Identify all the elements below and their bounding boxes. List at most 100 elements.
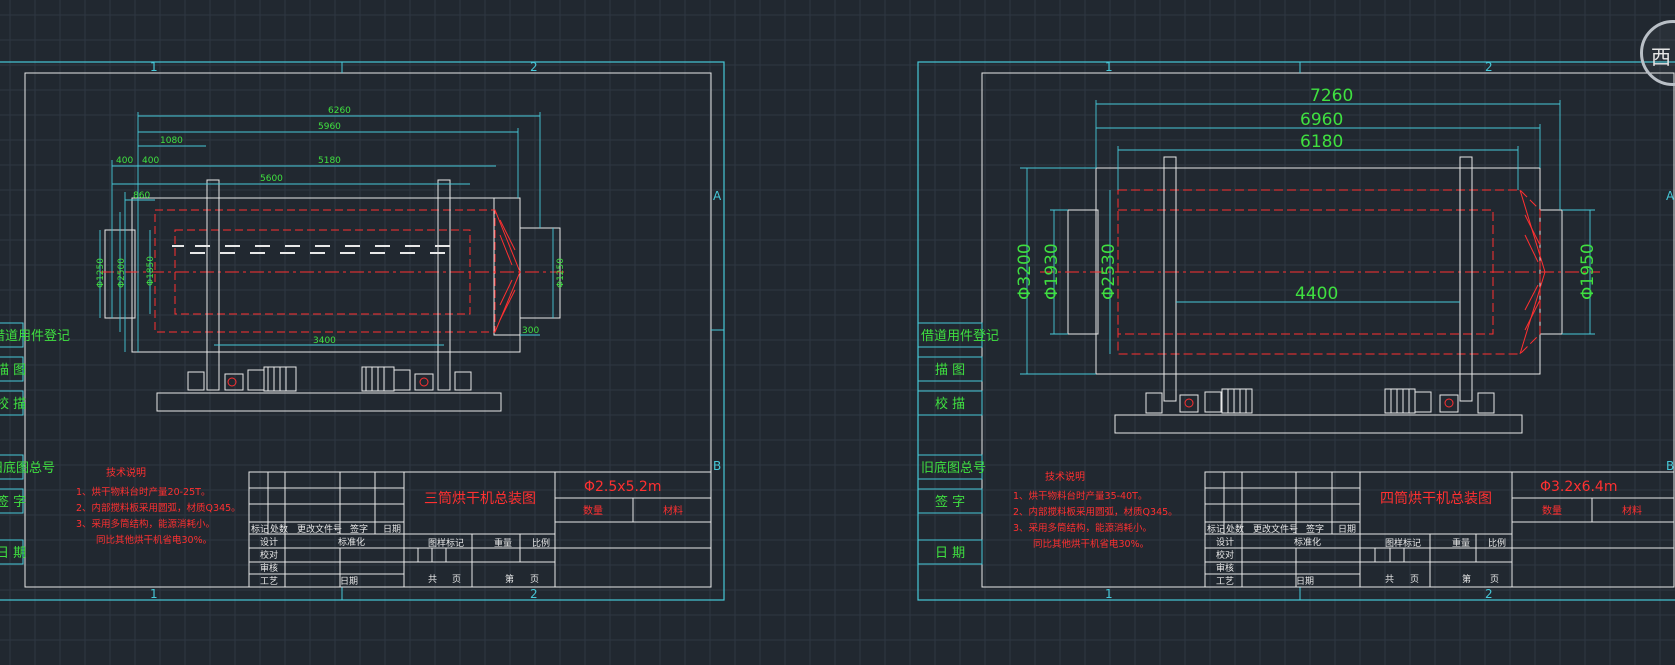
- side-label: 校 描: [935, 396, 965, 412]
- svg-text:比例: 比例: [532, 537, 550, 549]
- svg-text:标记: 标记: [251, 523, 269, 535]
- dim-label: Φ1850: [146, 256, 156, 286]
- svg-text:审核: 审核: [1216, 562, 1234, 574]
- svg-text:标准化: 标准化: [1294, 536, 1321, 548]
- svg-text:材料: 材料: [663, 504, 683, 517]
- svg-text:设计: 设计: [1216, 536, 1234, 548]
- svg-text:日期: 日期: [1338, 524, 1356, 535]
- zone-bottom-2: 2: [1485, 587, 1493, 601]
- svg-text:标记: 标记: [1207, 523, 1225, 535]
- zone-bottom-2: 2: [530, 587, 538, 601]
- svg-text:重量: 重量: [494, 537, 512, 549]
- zone-right-b: B: [713, 459, 721, 473]
- dim-label: 300: [522, 326, 539, 336]
- svg-text:标准化: 标准化: [338, 536, 365, 548]
- drawing-name: 三筒烘干机总装图: [424, 490, 536, 507]
- svg-text:同比其他烘干机省电30%。: 同比其他烘干机省电30%。: [96, 534, 212, 546]
- svg-text:设计: 设计: [260, 536, 278, 548]
- svg-text:日期: 日期: [1296, 576, 1314, 587]
- svg-text:校对: 校对: [1216, 549, 1234, 561]
- svg-text:审核: 审核: [260, 562, 278, 574]
- title-block: 四筒烘干机总装图 Φ3.2x6.4m 数量 材料 标记 处数 更改文件号 签字 …: [1204, 471, 1675, 588]
- dim-label: 5960: [318, 122, 341, 132]
- dryer-drawing-1[interactable]: 6260 5960 1080 400 400 5180 5600 860 Φ12…: [96, 106, 566, 412]
- svg-text:校对: 校对: [260, 549, 278, 561]
- svg-text:3、采用多筒结构，能源消耗小。: 3、采用多筒结构，能源消耗小。: [76, 518, 215, 530]
- dim-label: 7260: [1310, 86, 1353, 106]
- drawing-name: 四筒烘干机总装图: [1380, 490, 1492, 507]
- side-label: 日 期: [935, 546, 965, 561]
- svg-text:签字: 签字: [1306, 523, 1324, 535]
- outer-frame: [0, 61, 725, 601]
- drawing-sheet-1[interactable]: 1 2 1 2 A B 借道用件登记 描 图 校 描 旧底图总号 签 字 日 期: [0, 60, 725, 601]
- dim-label: 3400: [313, 336, 336, 346]
- svg-text:页: 页: [1410, 574, 1419, 585]
- svg-text:技术说明: 技术说明: [106, 466, 146, 479]
- svg-text:材料: 材料: [1622, 504, 1642, 517]
- dim-label: Φ2500: [117, 258, 127, 288]
- dim-label: 4400: [1295, 284, 1338, 304]
- svg-text:签字: 签字: [350, 523, 368, 535]
- svg-text:图样标记: 图样标记: [1385, 537, 1421, 549]
- svg-text:处数: 处数: [1226, 523, 1244, 535]
- drawing-sheet-2[interactable]: 1 2 1 2 A B 借道用件登记 描 图 校 描 旧底图总号 签 字 日 期: [917, 60, 1675, 601]
- dim-label: 400: [142, 156, 159, 166]
- svg-text:页: 页: [452, 574, 461, 585]
- dim-label: Φ1930: [1042, 243, 1062, 300]
- zone-bottom-1: 1: [150, 587, 158, 601]
- zone-right-a: A: [1666, 189, 1675, 203]
- technical-notes: 技术说明 1、烘干物料台时产量20-25T。 2、内部搅料板采用圆弧，材质Q34…: [76, 466, 241, 546]
- svg-text:2、内部搅料板采用圆弧，材质Q345。: 2、内部搅料板采用圆弧，材质Q345。: [1013, 506, 1178, 518]
- side-label: 校 描: [0, 396, 26, 412]
- svg-text:重量: 重量: [1452, 537, 1470, 549]
- svg-text:第: 第: [505, 573, 514, 585]
- side-label: 描 图: [935, 363, 965, 378]
- side-label: 描 图: [0, 363, 26, 378]
- drawing-spec: Φ3.2x6.4m: [1540, 479, 1617, 495]
- svg-text:数量: 数量: [1542, 504, 1562, 517]
- dim-label: Φ1950: [1578, 243, 1598, 300]
- svg-text:更改文件号: 更改文件号: [297, 523, 342, 535]
- svg-text:1、烘干物料台时产量35-40T。: 1、烘干物料台时产量35-40T。: [1013, 490, 1147, 502]
- side-label-strip: [0, 322, 24, 565]
- dim-label: 6960: [1300, 110, 1343, 130]
- dim-label: 1080: [160, 136, 183, 146]
- dim-label: Φ3200: [1015, 243, 1035, 300]
- svg-text:页: 页: [1490, 574, 1499, 585]
- svg-text:技术说明: 技术说明: [1045, 470, 1085, 483]
- side-label: 借道用件登记: [921, 329, 999, 344]
- zone-top-2: 2: [1485, 60, 1493, 74]
- side-label-strip: [917, 322, 983, 565]
- svg-text:处数: 处数: [270, 523, 288, 535]
- technical-notes: 技术说明 1、烘干物料台时产量35-40T。 2、内部搅料板采用圆弧，材质Q34…: [1013, 470, 1178, 550]
- side-label: 日 期: [0, 546, 26, 561]
- svg-text:日期: 日期: [383, 524, 401, 535]
- zone-right-b: B: [1666, 459, 1674, 473]
- dim-label: Φ2530: [1099, 243, 1119, 300]
- dim-label: 400: [116, 156, 133, 166]
- svg-text:日期: 日期: [340, 576, 358, 587]
- zone-right-a: A: [713, 189, 722, 203]
- svg-text:第: 第: [1462, 573, 1471, 585]
- side-label: 旧底图总号: [921, 460, 986, 476]
- title-block: 三筒烘干机总装图 Φ2.5x5.2m 数量 材料 标记 处数 更改文件号 签字 …: [248, 471, 712, 588]
- compass-west-label: 西: [1651, 45, 1671, 69]
- dim-label: Φ1250: [556, 258, 566, 288]
- dim-label: Φ1250: [96, 258, 106, 288]
- svg-text:2、内部搅料板采用圆弧，材质Q345。: 2、内部搅料板采用圆弧，材质Q345。: [76, 502, 241, 514]
- svg-text:1、烘干物料台时产量20-25T。: 1、烘干物料台时产量20-25T。: [76, 486, 210, 498]
- svg-text:共: 共: [1385, 574, 1394, 585]
- dim-label: 5180: [318, 156, 341, 166]
- svg-text:3、采用多筒结构，能源消耗小。: 3、采用多筒结构，能源消耗小。: [1013, 522, 1152, 534]
- zone-bottom-1: 1: [1105, 587, 1113, 601]
- dryer-drawing-2[interactable]: 7260 6960 6180 Φ3200 Φ1930 Φ2530 Φ1950 4…: [1015, 86, 1600, 434]
- dim-label: 5600: [260, 174, 283, 184]
- dim-label: 6260: [328, 106, 351, 116]
- side-label: 签 字: [0, 494, 26, 510]
- svg-text:更改文件号: 更改文件号: [1253, 523, 1298, 535]
- drawing-spec: Φ2.5x5.2m: [584, 479, 661, 495]
- side-label: 旧底图总号: [0, 460, 55, 476]
- svg-text:页: 页: [530, 574, 539, 585]
